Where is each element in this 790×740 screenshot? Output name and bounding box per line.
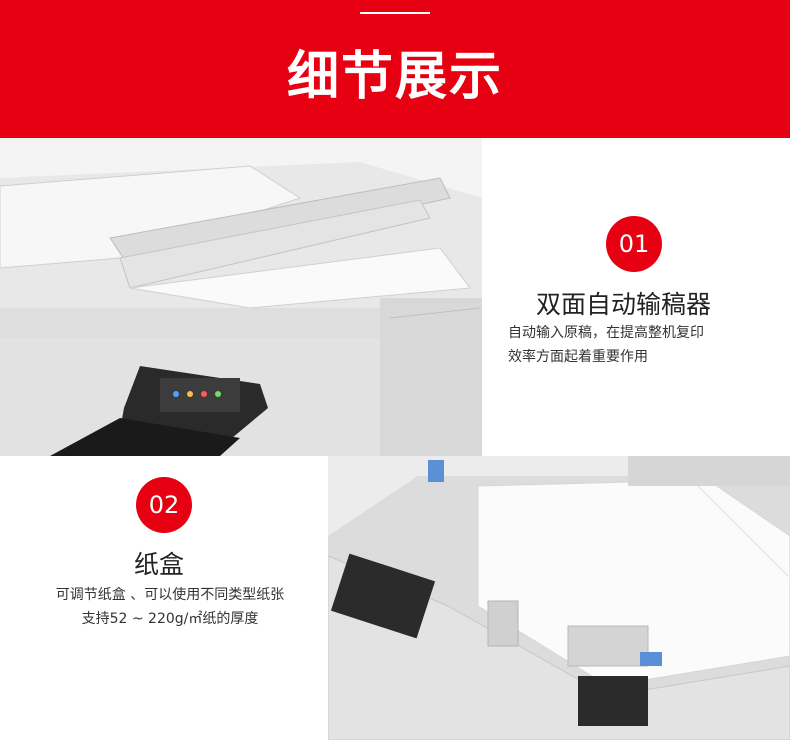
feature-description: 可调节纸盒 、可以使用不同类型纸张 支持52 ~ 220g/㎡纸的厚度 <box>20 583 320 631</box>
banner-decor-line <box>360 12 430 14</box>
page-title: 细节展示 <box>286 46 503 107</box>
feature-desc-line: 自动输入原稿，在提高整机复印 <box>508 325 704 341</box>
header-banner: 细节展示 <box>0 0 790 138</box>
feature-title: 纸盒 <box>134 550 185 579</box>
feature-desc-line: 可调节纸盒 、可以使用不同类型纸张 <box>55 587 285 603</box>
feature-number-badge: 01 <box>606 216 662 272</box>
copier-illustration <box>0 138 482 456</box>
feature-number-badge: 02 <box>136 477 192 533</box>
paper-cassette-illustration <box>328 456 790 740</box>
feature-desc-line: 效率方面起着重要作用 <box>508 349 648 365</box>
feature-desc-line: 支持52 ~ 220g/㎡纸的厚度 <box>81 611 259 627</box>
photo-paper-cassette <box>328 456 790 740</box>
feature-description: 自动输入原稿，在提高整机复印 效率方面起着重要作用 <box>508 321 704 369</box>
feature-title: 双面自动输稿器 <box>536 290 712 319</box>
photo-document-feeder <box>0 138 482 456</box>
